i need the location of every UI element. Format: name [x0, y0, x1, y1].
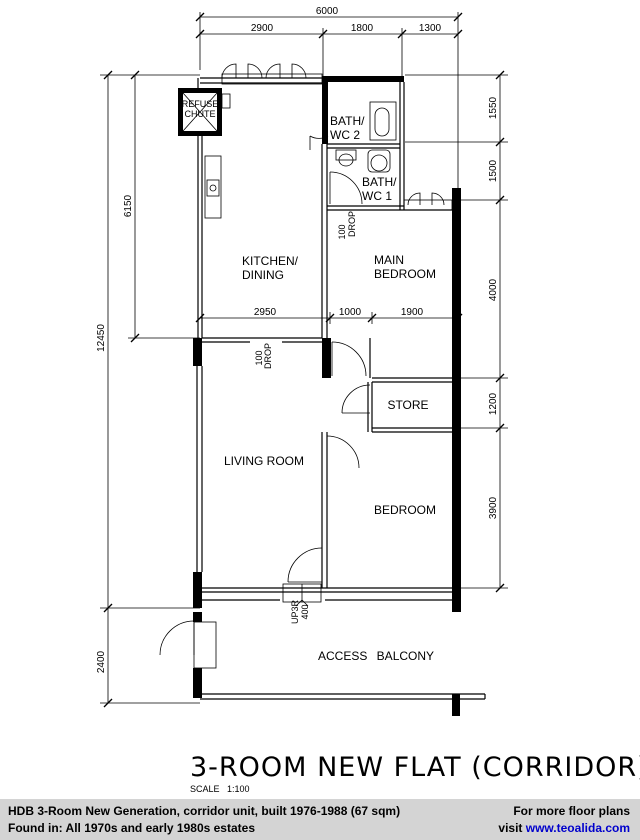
dim-right-seg-2: 1500	[488, 159, 499, 182]
living-room-label: LIVING ROOM	[224, 454, 304, 468]
bath-wc1-label-1: BATH/	[362, 175, 397, 189]
plan-scale: SCALE 1:100	[190, 784, 250, 794]
caption-visit: visit	[498, 821, 526, 835]
caption-right: For more floor plans visit www.teoalida.…	[498, 803, 630, 837]
main-bedroom-label-1: MAIN	[374, 253, 404, 267]
drop-bath-2: DROP	[347, 211, 357, 237]
dim-right-seg-3: 4000	[488, 278, 499, 301]
dim-mid-seg-1: 2950	[254, 307, 277, 318]
kitchen-counter	[204, 155, 222, 219]
caption-bar: HDB 3-Room New Generation, corridor unit…	[0, 799, 640, 840]
doors	[159, 341, 371, 669]
dim-top-total: 6000	[316, 6, 339, 17]
dimension-lines	[100, 12, 508, 704]
dim-mid-seg-2: 1000	[339, 307, 362, 318]
refuse-chute-label-2: CHUTE	[185, 109, 216, 119]
drop-living-1: 100	[254, 350, 264, 365]
dim-top-seg-3: 1300	[419, 23, 442, 34]
dim-right-seg-5: 3900	[488, 496, 499, 519]
bath-wc1-label-2: WC 1	[362, 189, 392, 203]
up-stair	[282, 583, 322, 607]
bath-wc2-label-2: WC 2	[330, 128, 360, 142]
dim-left-total: 12450	[96, 324, 107, 352]
caption-right-2: visit www.teoalida.com	[498, 820, 630, 837]
caption-left: HDB 3-Room New Generation, corridor unit…	[8, 803, 400, 837]
window-wc1	[403, 192, 453, 211]
drop-living-2: DROP	[263, 343, 273, 369]
drop-bath-1: 100	[337, 224, 347, 239]
dim-mid-seg-3: 1900	[401, 307, 424, 318]
dimension-ticks	[103, 12, 505, 708]
store-label: STORE	[387, 398, 428, 412]
access-balcony-label: ACCESS BALCONY	[318, 649, 434, 663]
caption-line-2: Found in: All 1970s and early 1980s esta…	[8, 821, 255, 835]
caption-line-1: HDB 3-Room New Generation, corridor unit…	[8, 804, 401, 818]
dim-top-seg-1: 2900	[251, 23, 274, 34]
windows-top	[221, 63, 323, 85]
main-bedroom-label-2: BEDROOM	[374, 267, 436, 281]
thin-walls	[196, 77, 486, 700]
dim-right-seg-4: 1200	[488, 392, 499, 415]
dim-right-seg-1: 1550	[488, 96, 499, 119]
bedroom-label: BEDROOM	[374, 503, 436, 517]
kitchen-label-2: DINING	[242, 268, 284, 282]
bath-fixtures	[309, 101, 397, 205]
caption-right-1: For more floor plans	[513, 804, 630, 818]
refuse-chute	[182, 92, 231, 132]
walls	[178, 76, 461, 716]
plan-title: 3-ROOM NEW FLAT (CORRIDOR)	[190, 752, 640, 783]
kitchen-label-1: KITCHEN/	[242, 254, 299, 268]
bath-wc2-label-1: BATH/	[330, 114, 365, 128]
refuse-chute-label-1: REFUSE	[182, 99, 219, 109]
website-link[interactable]: www.teoalida.com	[525, 821, 630, 835]
dim-top-seg-2: 1800	[351, 23, 374, 34]
dim-left-balcony: 2400	[96, 650, 107, 673]
floor-plan-drawing: 6000 2900 1800 1300 12450 6150 2400 1550…	[96, 6, 640, 794]
up-label-1: UP3R	[290, 600, 300, 625]
dim-left-upper: 6150	[123, 194, 134, 217]
up-label-2: 400	[300, 604, 310, 619]
